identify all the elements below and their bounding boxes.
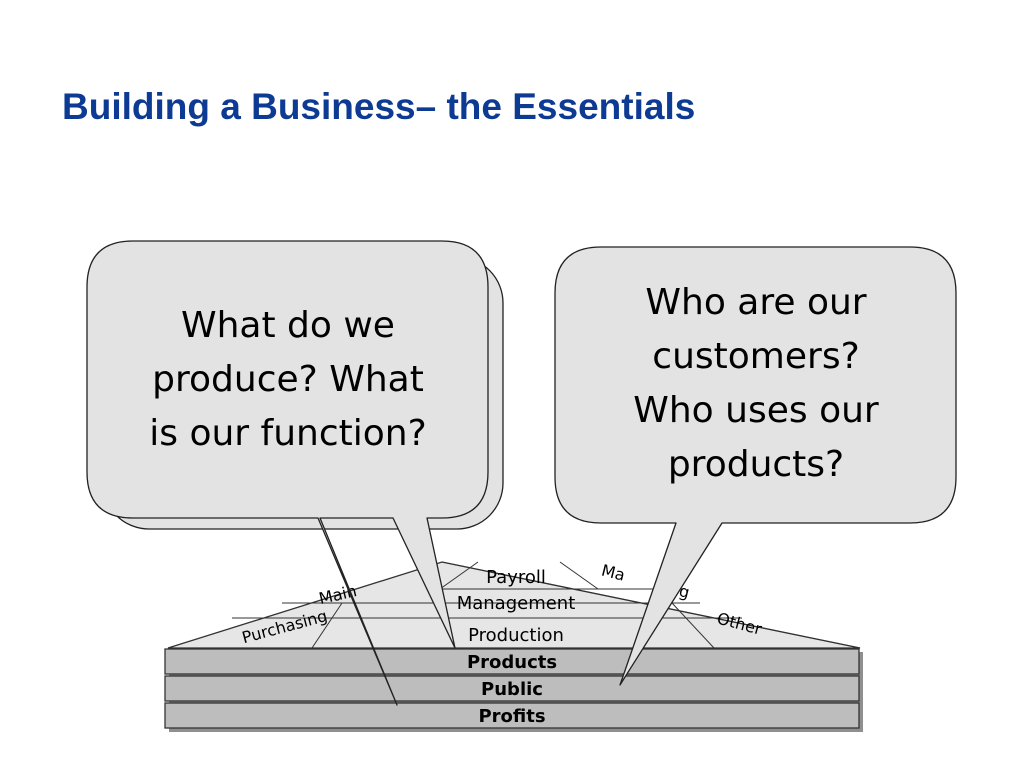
- right-speech-bubble: [554, 246, 957, 686]
- roof: Payroll Management Production Purchasing…: [167, 561, 861, 649]
- roof-divider: [311, 602, 343, 649]
- roof-divider: [671, 602, 715, 649]
- layer-public: [164, 675, 860, 702]
- layer-products: [164, 648, 860, 675]
- roof-divider: [559, 561, 599, 590]
- left-bubble-text: What do we produce? What is our function…: [96, 299, 480, 461]
- roof-label-management: Management: [457, 593, 576, 614]
- left-speech-bubble: [86, 240, 504, 706]
- roof-label-payroll: Payroll: [486, 567, 546, 588]
- left-bubble-line: is our function?: [149, 413, 427, 454]
- right-bubble-line: customers?: [652, 336, 860, 377]
- left-bubble-line: What do we: [181, 305, 395, 346]
- roof-label-production: Production: [468, 625, 564, 646]
- left-bubble-line: produce? What: [152, 359, 424, 400]
- right-bubble-line: products?: [667, 444, 845, 485]
- roof-label-marketing-partial-left: Ma: [600, 561, 628, 585]
- base-layers: Products Public Profits: [164, 648, 863, 732]
- right-bubble-line: Who uses our: [633, 390, 879, 431]
- layer-label-public: Public: [481, 679, 543, 700]
- right-bubble-body: [554, 246, 957, 686]
- left-bubble-body: [86, 240, 489, 706]
- right-bubble-text: Who are our customers? Who uses our prod…: [563, 276, 949, 492]
- slide-title: Building a Business– the Essentials: [62, 86, 696, 127]
- roof-divider: [439, 561, 479, 590]
- layer-label-products: Products: [467, 652, 557, 673]
- layer-profits: [164, 702, 860, 729]
- layer-label-profits: Profits: [478, 706, 545, 727]
- right-bubble-line: Who are our: [645, 282, 867, 323]
